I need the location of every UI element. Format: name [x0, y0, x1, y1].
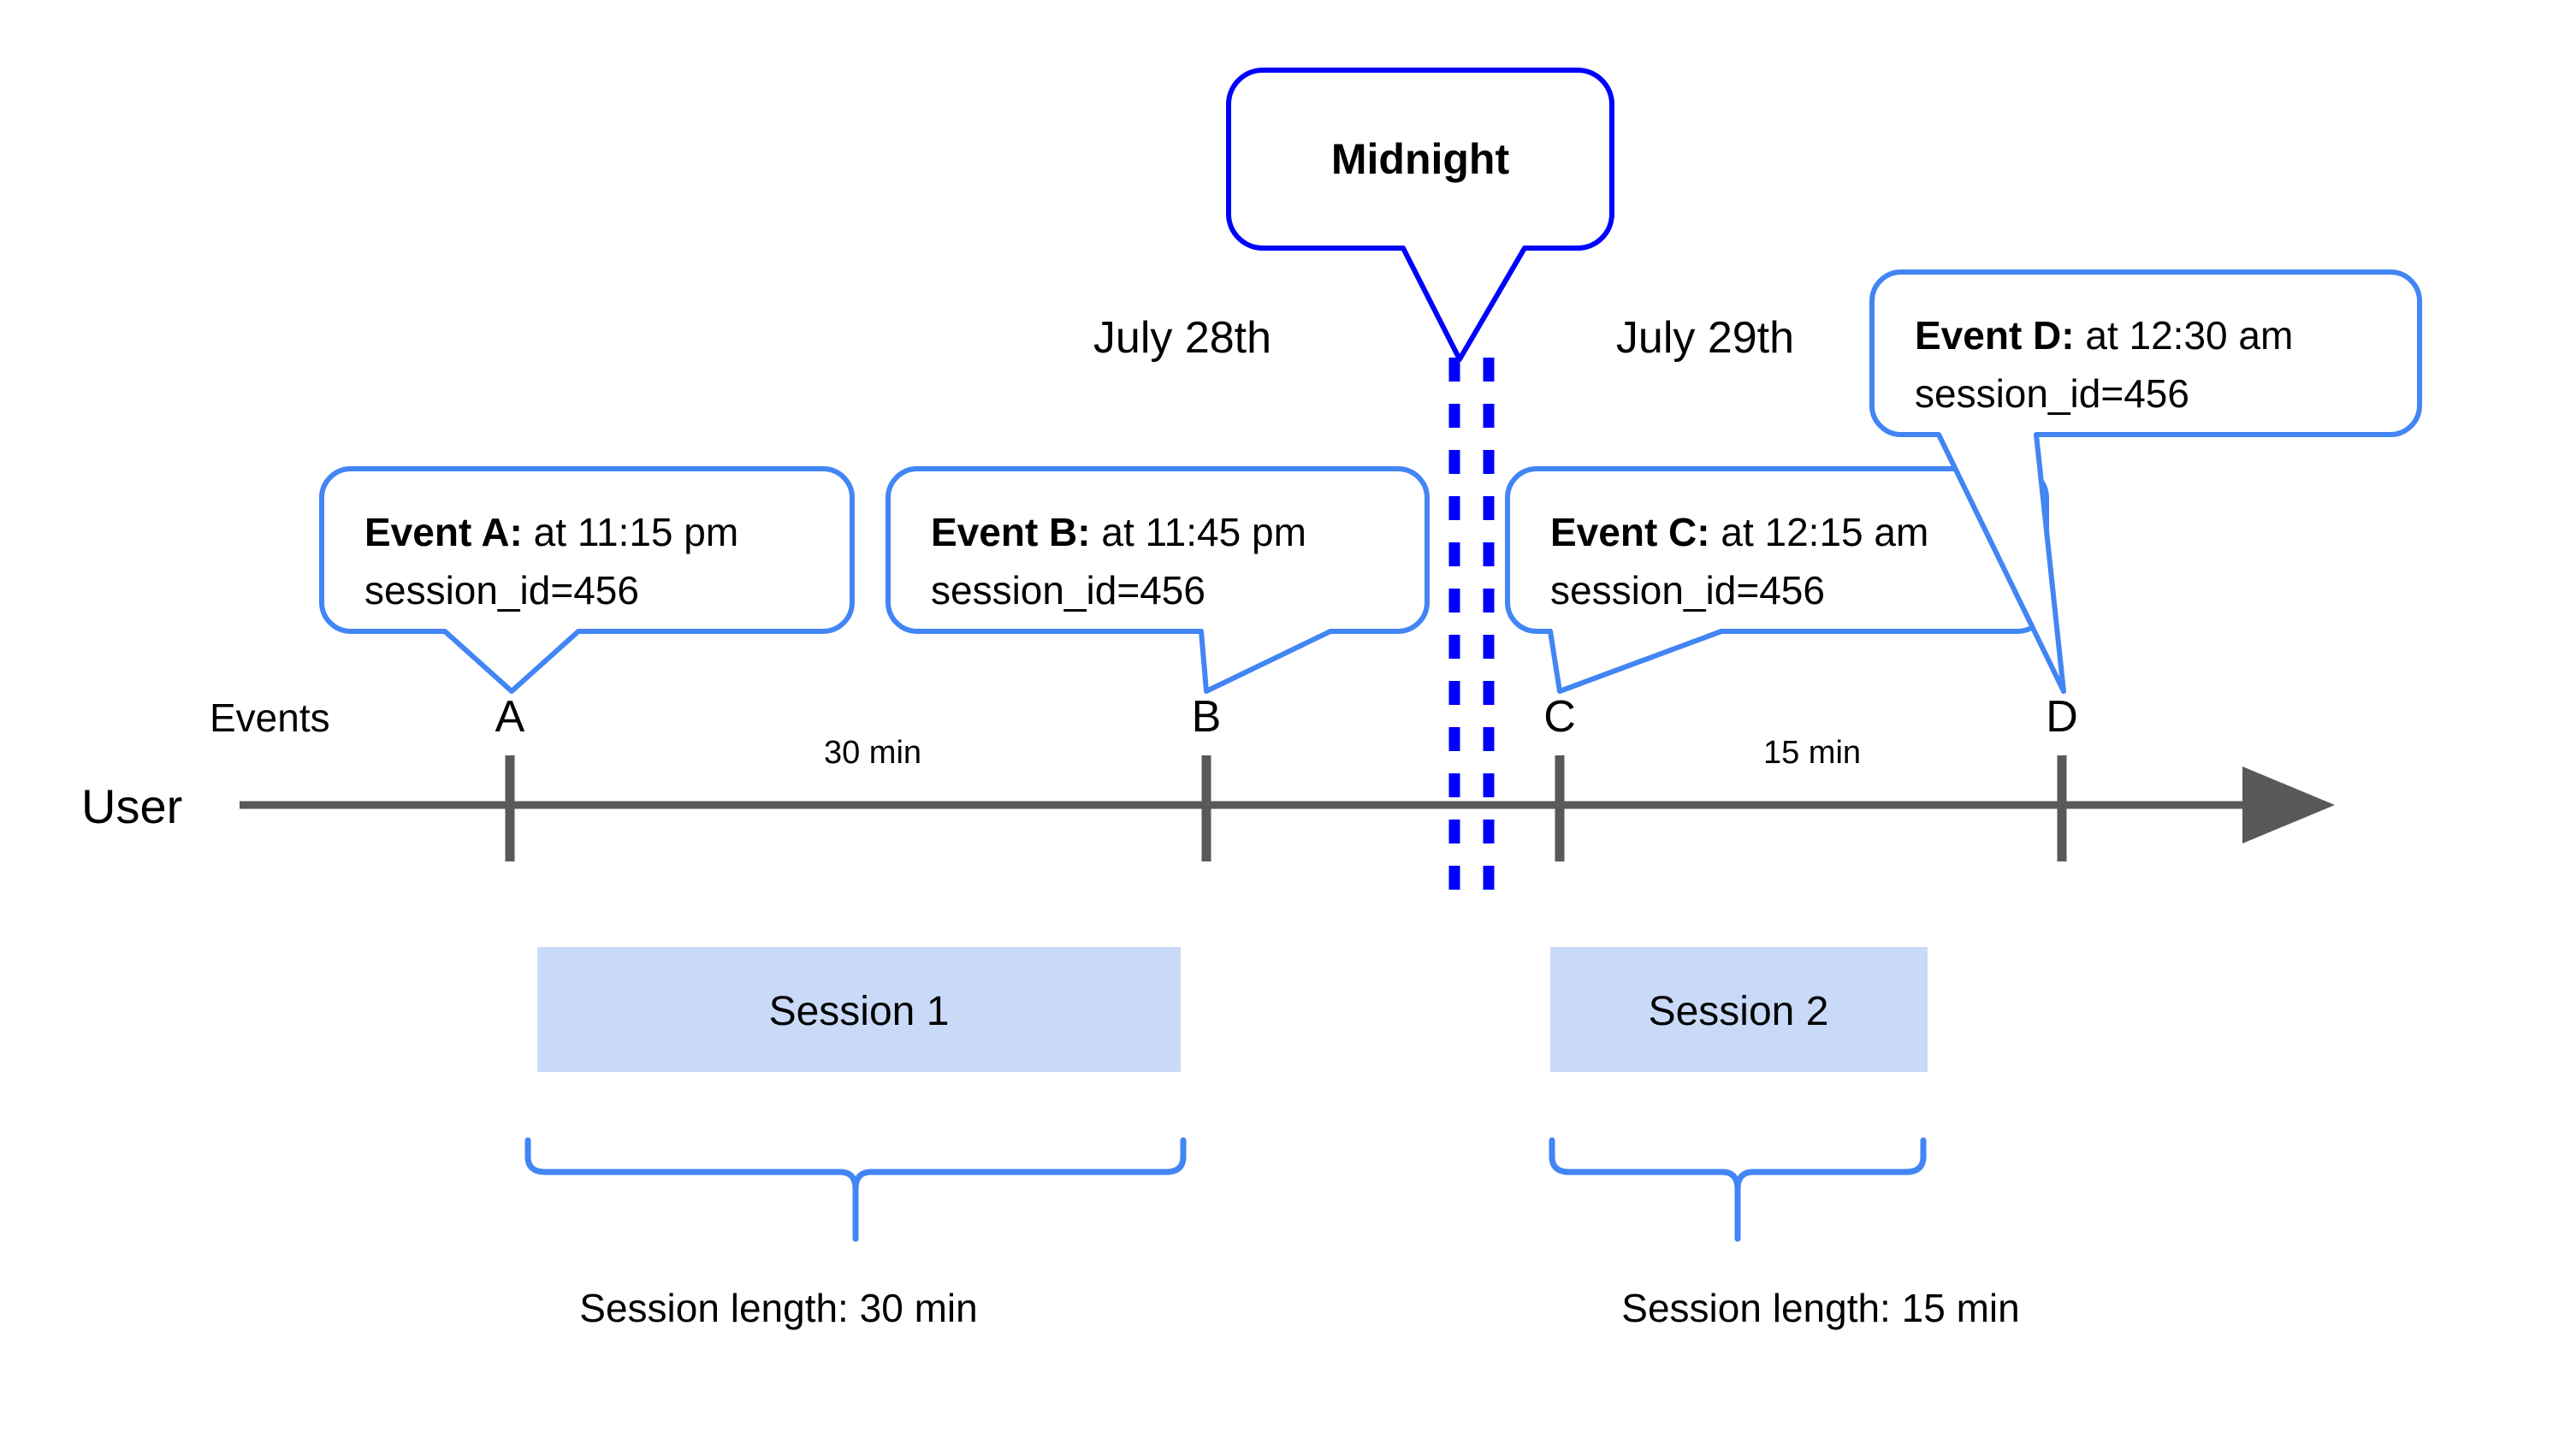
midnight-callout[interactable] — [1226, 68, 1614, 362]
timeline-axis-group — [240, 755, 2335, 861]
duration-label-15min: 15 min — [1763, 735, 1861, 771]
event-callout-c-line1: Event C: at 12:15 am — [1550, 510, 1928, 554]
session-length-label-2: Session length: 15 min — [1621, 1286, 2019, 1330]
event-callout-c-rest: at 12:15 am — [1710, 510, 1929, 554]
user-axis-label: User — [81, 779, 182, 833]
event-callout-d-bold: Event D: — [1915, 313, 2075, 358]
date-label-july-29: July 29th — [1616, 313, 1794, 363]
event-callout-b[interactable] — [886, 466, 1430, 694]
event-callout-d-line1: Event D: at 12:30 am — [1915, 313, 2293, 358]
event-callout-a[interactable] — [319, 466, 855, 694]
event-callout-b-bold: Event B: — [931, 510, 1091, 554]
event-callout-a-bold: Event A: — [364, 510, 523, 554]
session-brackets — [524, 1137, 1927, 1242]
event-letter-a: A — [495, 692, 525, 742]
session-boxes — [537, 947, 1928, 1072]
event-callout-b-line1: Event B: at 11:45 pm — [931, 510, 1306, 554]
session-length-label-1: Session length: 30 min — [579, 1286, 977, 1330]
event-letter-b: B — [1192, 692, 1222, 742]
session-bracket-1 — [524, 1137, 1187, 1242]
event-letter-d: D — [2046, 692, 2078, 742]
event-callout-b-shape — [886, 466, 1430, 694]
event-callout-c-bold: Event C: — [1550, 510, 1710, 554]
date-label-july-28: July 28th — [1093, 313, 1271, 363]
session-label-1: Session 1 — [769, 989, 950, 1034]
event-callout-d[interactable] — [1869, 269, 2422, 694]
event-callout-a-line2: session_id=456 — [364, 568, 639, 613]
midnight-label: Midnight — [1331, 135, 1510, 183]
session-box-2 — [1550, 947, 1928, 1072]
duration-label-30min: 30 min — [824, 735, 921, 771]
event-letter-c: C — [1543, 692, 1576, 742]
midnight-boundary-lines — [1448, 358, 1495, 911]
event-callout-a-rest: at 11:15 pm — [523, 510, 738, 554]
event-callout-b-line2: session_id=456 — [931, 568, 1205, 613]
midnight-callout-shape — [1226, 68, 1614, 362]
event-callout-a-shape — [319, 466, 855, 694]
event-callout-a-line1: Event A: at 11:15 pm — [364, 510, 738, 554]
event-callout-d-shape — [1869, 269, 2422, 694]
session-box-1 — [537, 947, 1181, 1072]
event-callout-b-rest: at 11:45 pm — [1091, 510, 1306, 554]
event-callout-d-line2: session_id=456 — [1915, 371, 2189, 416]
event-callout-d-rest: at 12:30 am — [2075, 313, 2294, 358]
event-callouts — [319, 269, 2422, 694]
event-callout-c-line2: session_id=456 — [1550, 568, 1825, 613]
events-row-label: Events — [210, 695, 330, 740]
session-bracket-2 — [1549, 1137, 1927, 1242]
session-label-2: Session 2 — [1649, 989, 1829, 1034]
